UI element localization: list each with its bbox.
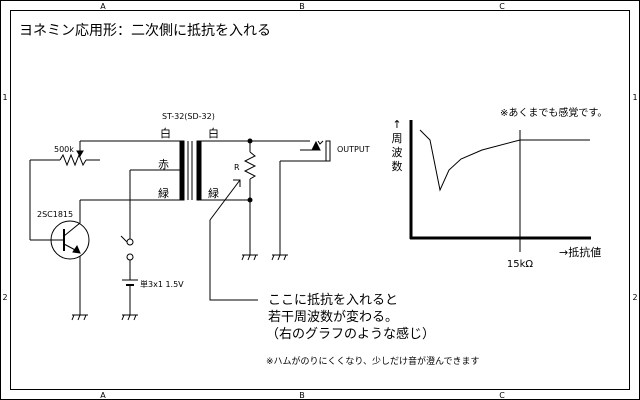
transistor-label: 2SC1815 — [37, 210, 73, 219]
column-label-b-bottom: B — [299, 391, 305, 400]
ground-symbol-transistor — [71, 314, 88, 321]
battery-label: 単3x1 1.5V — [140, 279, 184, 289]
row-label-1-left: 1 — [2, 93, 7, 102]
primary-bottom-label: 緑 — [158, 186, 169, 200]
graph-note: ※あくまでも感覚です。 — [500, 106, 607, 119]
column-label-c-bottom: C — [499, 391, 505, 400]
annotation-line-2: 若干周波数が変わる。 — [268, 309, 398, 325]
graph-marker-label: 15kΩ — [507, 259, 534, 270]
circuit — [29, 138, 331, 321]
secondary-bottom-label: 緑 — [208, 186, 219, 200]
graph-y-label-char-3: 数 — [392, 160, 403, 173]
secondary-top-label: 白 — [208, 126, 219, 140]
ground-symbol-battery — [121, 314, 138, 321]
row-label-2-left: 2 — [2, 293, 7, 302]
graph-y-label-char-2: 波 — [392, 146, 403, 159]
row-label-2-right: 2 — [632, 293, 637, 302]
annotation-note: ※ハムがのりにくくなり、少しだけ音が澄んできます — [266, 355, 480, 367]
annotation-line-3: （右のグラフのような感じ） — [266, 326, 435, 342]
resistor-label: R — [234, 163, 240, 172]
column-label-c-top: C — [499, 2, 505, 11]
transformer-label: ST-32(SD-32) — [162, 112, 215, 121]
inner-frame — [10, 10, 630, 390]
output-label: OUTPUT — [337, 145, 370, 154]
column-label-a-top: A — [100, 2, 106, 11]
graph-x-label: →抵抗値 — [559, 245, 601, 259]
graph-curve — [419, 129, 590, 192]
primary-mid-label: 赤 — [158, 158, 169, 171]
page-title: ヨネミン応用形：二次側に抵抗を入れる — [19, 23, 271, 39]
pot-label: 500k — [54, 145, 74, 154]
graph-y-label-arrow: ↑ — [392, 118, 401, 131]
column-label-a-bottom: A — [100, 391, 106, 400]
graph-y-label-char-1: 周 — [392, 132, 403, 145]
row-label-1-right: 1 — [632, 93, 637, 102]
ground-symbol-output — [271, 254, 288, 261]
primary-top-label: 白 — [160, 126, 171, 140]
column-label-b-top: B — [299, 2, 305, 11]
frequency-graph: ※あくまでも感覚です。 ↑ 周 波 数 →抵抗値 15kΩ — [392, 106, 608, 270]
ground-symbol-resistor — [241, 254, 258, 261]
annotation-line-1: ここに抵抗を入れると — [268, 293, 398, 308]
